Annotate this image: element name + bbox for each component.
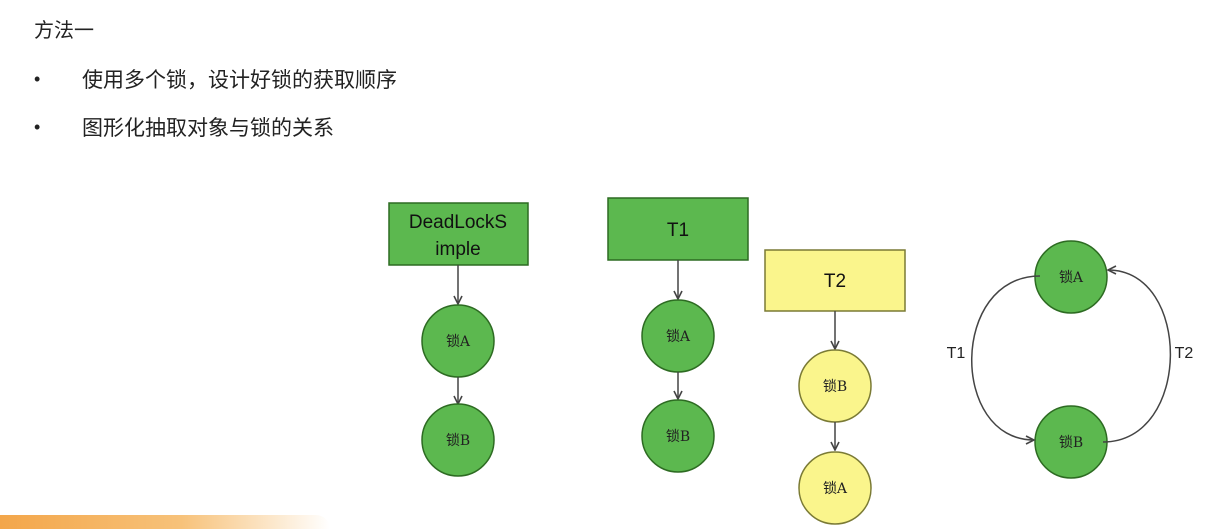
bullet-item: • 图形化抽取对象与锁的关系 [34,112,334,142]
t2-lock-a-label: 锁A [823,481,848,497]
t1-box-label: T1 [667,220,689,241]
bullet-item: • 使用多个锁，设计好锁的获取顺序 [34,64,397,94]
page-heading: 方法一 [34,20,94,42]
bullet-text: 使用多个锁，设计好锁的获取顺序 [82,69,397,92]
t2-box [764,249,906,312]
bullet-dot-icon: • [34,116,41,137]
cycle-lock-a-label: 锁A [1059,270,1084,286]
t2-lock-b-label: 锁B [823,379,847,395]
cycle-left-label: T1 [947,345,966,362]
footer-accent-bar [0,515,330,529]
t2-lock-a-node [798,451,872,525]
bullet-text: 图形化抽取对象与锁的关系 [82,117,334,140]
t1-lock-b-node [641,399,715,473]
edge-cycle-t2 [1102,270,1172,443]
t2-box-label: T2 [824,271,846,292]
t1-box [607,197,749,261]
cycle-lock-b-label: 锁B [1059,435,1083,451]
bullet-dot-icon: • [34,68,41,89]
sample-lock-b-label: 锁B [446,433,470,449]
sample-box [388,202,529,266]
edge-cycle-t1 [971,275,1041,440]
sample-box-label-line2: imple [435,239,480,260]
cycle-lock-a-node [1034,240,1108,314]
t1-lock-b-label: 锁B [666,429,690,445]
sample-lock-a-label: 锁A [446,334,471,350]
t1-lock-a-label: 锁A [666,329,691,345]
cycle-right-label: T2 [1175,345,1194,362]
sample-box-label-line1: DeadLockS [409,212,507,233]
sample-lock-b-node [421,403,495,477]
